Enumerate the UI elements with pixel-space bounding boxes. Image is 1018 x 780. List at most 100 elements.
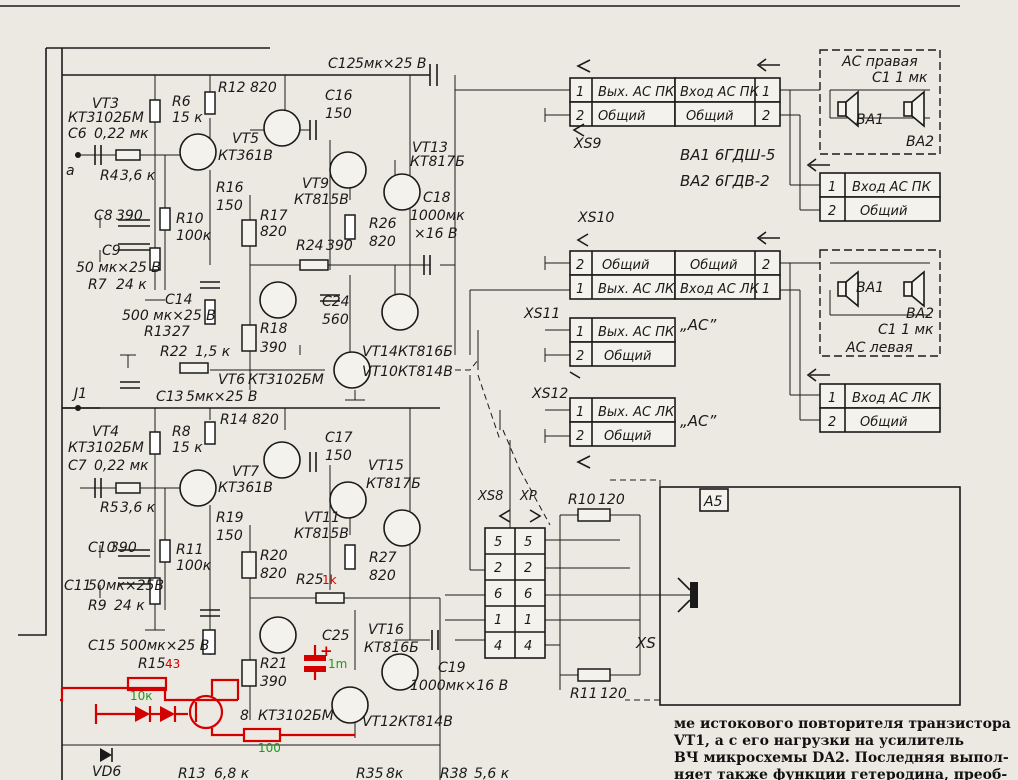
r26-name: R26 [369,216,397,232]
c8-name: C8 [94,208,113,224]
resistor-r18-body [241,324,257,352]
xs8-xp-block: XS8 XP 5 5 2 2 6 6 1 1 4 4 [477,489,546,659]
r10-name: R10 [176,211,204,227]
vt4-type: КТ3102БМ [68,440,144,456]
r20-name: R20 [260,548,288,564]
c18-value: 1000мк [410,208,465,224]
capacitor-c8-symbol [118,219,150,227]
vt16-name: VT16 [368,622,404,638]
speaker-left: BA1 BA2 C1 1 мк АС левая [819,249,941,357]
vt12-name: VT12 [362,714,398,730]
c10-name: C10 [88,540,116,556]
r15-new-value: 43 [165,657,180,671]
c16-name: C16 [325,88,353,104]
red-cap-plate-2 [304,666,326,672]
sp-right-row2-label: Общий [860,204,907,219]
sp-left-row1-label: Вход АС ЛК [852,391,932,406]
xs8-row1-left: 5 [494,535,502,550]
speaker-ba2-right-icon [903,101,913,117]
c18-name: C18 [423,190,451,206]
table-speaker-right-input: 1 Вход АС ПК 2 Общий [819,172,941,222]
c17-value: 150 [325,448,352,464]
transistor-vt15-symbol [383,509,421,547]
r27-name: R27 [369,550,397,566]
xs11-label: XS11 [523,306,560,322]
arrow-right-top-2 [756,231,767,245]
arrow-xs12 [576,455,591,469]
red-resistor-10k [126,676,168,692]
c7-name: C7 [68,458,87,474]
c24-value: 560 [322,312,349,328]
xs11-row2-num: 2 [576,349,584,364]
vt10-type: КТ814В [398,364,453,380]
transistor-vt6-symbol [259,281,297,319]
capacitor-c16-symbol [309,120,317,140]
arrow-xs9-top [576,59,591,73]
r16-name: R16 [216,180,244,196]
red-modifications [60,645,355,743]
speaker-right: АС правая C1 1 мк BA1 BA2 [819,49,941,155]
transistor-vt12-symbol [331,686,369,724]
vt8-type: КТ3102БМ [258,708,334,724]
xs12-row1-num: 1 [576,405,584,420]
transistor-vt13-symbol [383,173,421,211]
speaker-right-title: АС правая [841,54,918,70]
r10b-value: 120 [598,492,625,508]
arrow-right-sp-1 [806,158,817,172]
transistor-vt5-symbol [263,109,301,147]
c19-name: C19 [438,660,466,676]
vt13-name: VT13 [412,140,448,156]
capacitor-c11-symbol [118,577,150,585]
vd6-name: VD6 [92,764,121,780]
capacitor-c6-symbol [94,145,102,165]
r25-name: R25 [296,572,324,588]
c11-value: 50мк×25В [88,578,164,594]
vt4-name: VT4 [92,424,119,440]
speaker-spec-1: ВА1 6ГДШ-5 [680,146,775,164]
resistor-r21-body [241,659,257,687]
red-diode-1 [135,706,150,722]
resistor-r11-body [159,539,171,563]
sp-left-row2-num: 2 [828,415,836,430]
r24-name: R24 [296,238,324,254]
c9-value: 50 мк×25 В [76,260,161,276]
xs9-row2-num: 2 [576,109,584,124]
transistor-vt16-symbol [381,653,419,691]
c10-value: 390 [110,540,137,556]
xs9-row1-label: Вых. АС ПК [598,85,675,100]
r5-value: 3,6 к [120,500,156,516]
resistor-r10-body [159,207,171,231]
red-resistor-100 [242,727,282,743]
xs9-label: XS9 [573,136,601,152]
c6-value: 0,22 мк [94,126,149,142]
arrow-xs11 [569,371,581,379]
r14-value: 820 [252,412,279,428]
speaker-ba2-left-icon [903,281,913,297]
resistor-r6-body [149,99,161,123]
c14-name: C14 [165,292,193,308]
xs10-label: XS10 [577,210,614,226]
xs12-row1-label: Вых. АС ЛК [598,405,675,420]
c25-name: C25 [322,628,350,644]
r12-name: R12 [218,80,246,96]
xs9-right-row1-label: Вход АС ПК [680,85,760,100]
resistor-r10b-body [577,508,611,522]
speaker-ba1-left-icon [837,281,847,297]
r8-name: R8 [172,424,191,440]
transistor-vt7-symbol [263,441,301,479]
r38-name: R38 [440,766,468,780]
r6-name: R6 [172,94,191,110]
resistor-r24-body [299,259,329,271]
speaker-right-ba2: BA2 [906,134,934,150]
speaker-right-ba1: BA1 [856,112,884,128]
c13-value: 5мк×25 В [186,389,258,405]
arrow-xs9-bottom [572,123,585,137]
red-diode-2 [160,706,175,722]
resistor-r25-body [315,592,345,604]
xs8-row4-left: 1 [494,613,502,628]
r38-value: 5,6 к [474,766,510,780]
r17-value: 820 [260,224,287,240]
connector-tables: 1 Вых. АС ПК 2 Общий Вход АС ПК 1 Общий … [569,77,941,447]
c25-plus-sign: + [320,642,333,660]
